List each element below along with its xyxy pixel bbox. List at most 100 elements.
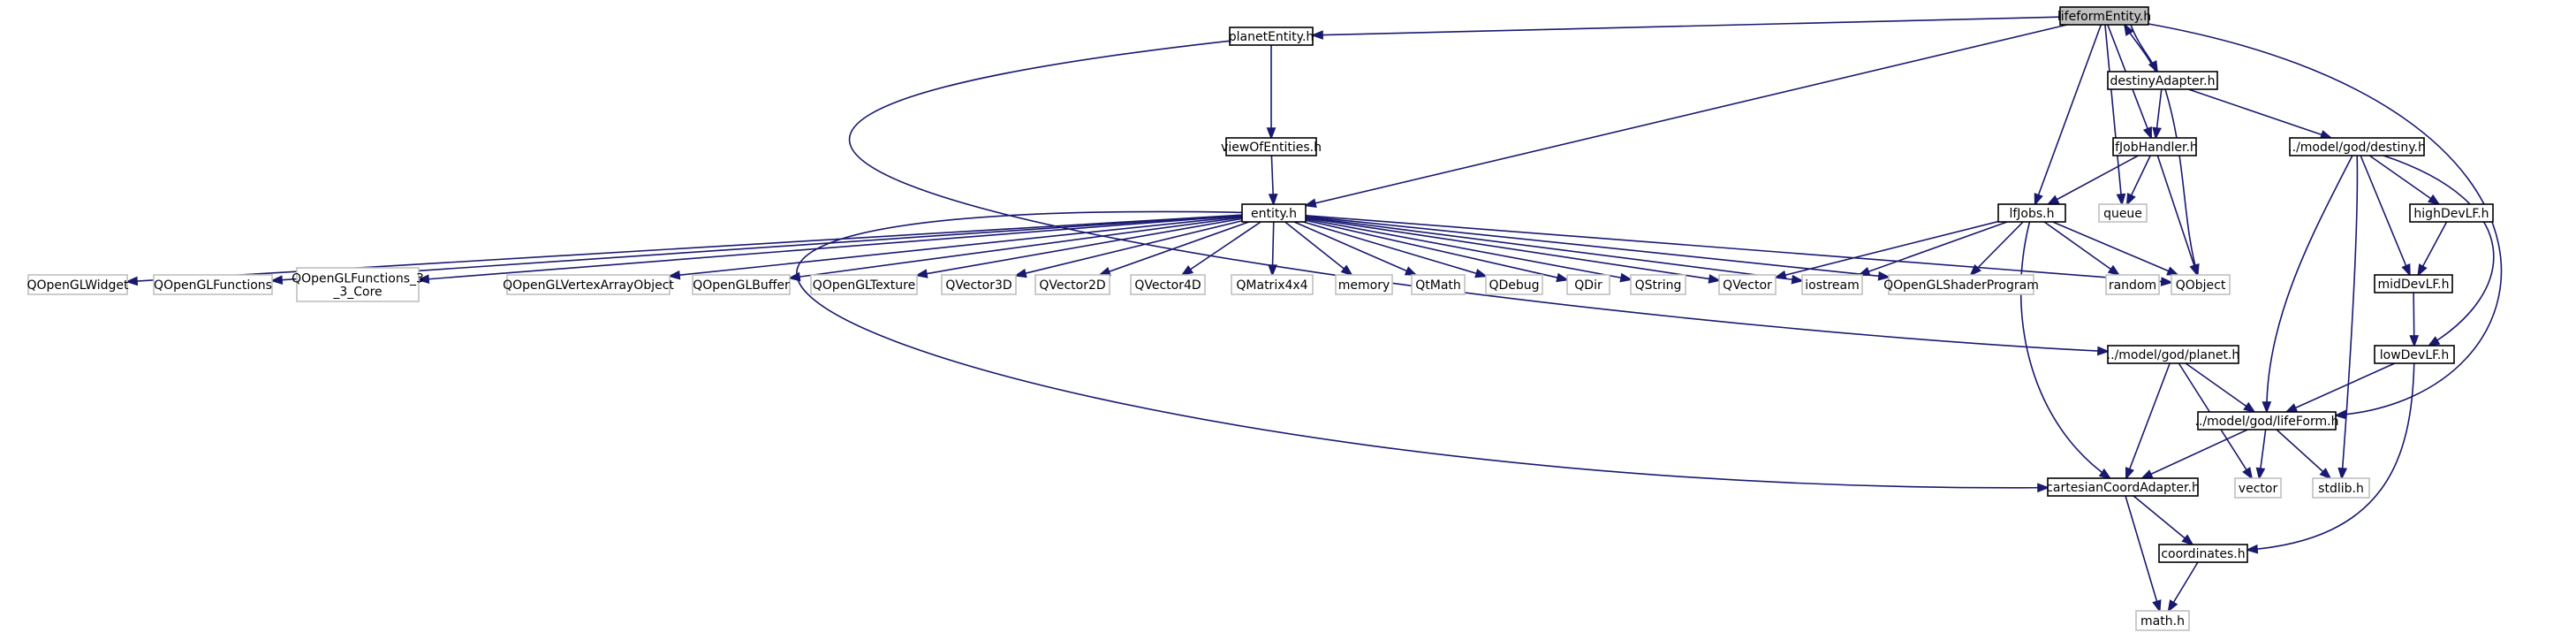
node-label-line: QVector — [1723, 278, 1772, 293]
node-box — [2059, 6, 2149, 26]
node-label-line: planetEntity.h — [1229, 30, 1315, 44]
node-label: QtMath — [1415, 278, 1461, 293]
edge-lfJobHandler-to-queue — [2125, 155, 2151, 207]
node-label: random — [2109, 278, 2156, 293]
node-QMatrix4x4: QMatrix4x4 — [1231, 274, 1314, 295]
edge-entity-to-QObject — [1305, 214, 2174, 286]
node-label: QOpenGLTexture — [813, 278, 915, 293]
edge-arrowhead — [2242, 467, 2254, 480]
node-label-line: QOpenGLFunctions_3 — [292, 272, 424, 286]
node-destinyAdapter[interactable]: destinyAdapter.h — [2107, 71, 2218, 90]
node-entity[interactable]: entity.h — [1241, 203, 1307, 223]
node-label: cartesianCoordAdapter.h — [2046, 481, 2200, 495]
edge-arrowhead — [1268, 264, 1277, 278]
node-box — [1888, 274, 2034, 295]
edge-line — [848, 40, 2109, 353]
node-label: destinyAdapter.h — [2110, 74, 2216, 88]
edge-arrowhead — [2116, 193, 2126, 207]
edge-line — [2383, 155, 2495, 347]
node-destiny[interactable]: ../model/god/destiny.h — [2288, 137, 2426, 156]
node-box — [153, 274, 273, 295]
edge-line — [1181, 221, 1261, 276]
node-box — [2047, 477, 2199, 497]
edge-highDevLF-to-midDevLF — [2417, 221, 2448, 277]
edge-arrowhead — [2123, 23, 2134, 36]
edge-arrowhead — [2125, 193, 2136, 207]
edge-viewOfEntities-to-entity — [1268, 155, 1278, 207]
node-midDevLF[interactable]: midDevLF.h — [2374, 274, 2453, 293]
node-label: QVector — [1723, 278, 1772, 293]
edge-line — [1293, 221, 1417, 276]
edge-arrowhead — [2337, 467, 2348, 481]
edge-line — [2043, 221, 2119, 276]
edge-line — [1284, 221, 1352, 276]
edge-line — [418, 215, 1243, 281]
node-box — [2374, 345, 2455, 364]
edge-lfJobs-to-QObject — [2052, 221, 2180, 276]
node-QDebug: QDebug — [1485, 274, 1543, 295]
edge-arrowhead — [1969, 263, 1981, 277]
node-label: math.h — [2140, 614, 2185, 629]
node-box — [2312, 477, 2370, 499]
node-label-line: _3_Core — [332, 286, 382, 300]
node-label: planetEntity.h — [1229, 30, 1315, 44]
edge-lfJobs-to-QOpenGLShaderProgram — [1969, 221, 2024, 277]
node-box — [2289, 137, 2425, 156]
node-label-line: coordinates.h — [2161, 547, 2245, 561]
edge-line — [2052, 221, 2178, 276]
node-label-line: lowDevLF.h — [2380, 348, 2450, 362]
edge-arrowhead — [2243, 401, 2256, 414]
edge-arrowhead — [1404, 266, 1418, 276]
node-label-line: stdlib.h — [2318, 482, 2364, 496]
node-label-line: QOpenGLTexture — [813, 278, 915, 293]
node-box — [1034, 274, 1110, 295]
edge-lfJobHandler-to-QObject — [2156, 155, 2199, 278]
edge-planet-to-lifeForm — [2185, 362, 2256, 414]
edge-line — [1015, 219, 1243, 277]
node-label: QOpenGLShaderProgram — [1883, 278, 2039, 293]
edge-destiny-to-stdlib — [2337, 155, 2359, 481]
node-lifeForm[interactable]: ../model/god/lifeForm.h — [2195, 411, 2339, 430]
edge-line — [2019, 221, 2110, 479]
edge-arrowhead — [416, 274, 430, 285]
edge-arrowhead — [2096, 346, 2110, 356]
edge-arrowhead — [2098, 468, 2112, 480]
node-label-line: QOpenGLShaderProgram — [1883, 278, 2039, 293]
node-cartesianCoordAdapter[interactable]: cartesianCoordAdapter.h — [2046, 477, 2200, 497]
edge-destiny-to-highDevLF — [2368, 155, 2441, 206]
node-QObject: QObject — [2171, 274, 2231, 295]
edge-arrowhead — [2245, 544, 2259, 554]
node-lowDevLF[interactable]: lowDevLF.h — [2374, 345, 2455, 364]
node-label: QVector2D — [1039, 278, 1105, 293]
node-highDevLF[interactable]: highDevLF.h — [2409, 203, 2494, 223]
node-QOpenGLFunctions: QOpenGLFunctions — [153, 274, 273, 295]
edge-destinyAdapter-to-lifeformEntity — [2123, 23, 2156, 72]
edge-arrowhead — [2401, 263, 2411, 278]
node-label: vector — [2239, 482, 2278, 496]
node-label-line: QObject — [2176, 278, 2226, 293]
node-label-line: random — [2109, 278, 2156, 293]
node-label: ../model/god/planet.h — [2107, 348, 2240, 362]
node-planetEntity[interactable]: planetEntity.h — [1229, 27, 1315, 46]
edge-cartesianCoordAdapter-to-math — [2125, 495, 2162, 613]
node-box — [1485, 274, 1543, 295]
node-QtMath: QtMath — [1411, 274, 1466, 295]
node-lifeformEntity[interactable]: lifeformEntity.h — [2057, 6, 2151, 26]
node-label-line: queue — [2103, 207, 2142, 221]
node-label-line: QOpenGLVertexArrayObject — [503, 278, 674, 293]
node-queue: queue — [2098, 203, 2148, 223]
edge-arrowhead — [2333, 409, 2347, 420]
edge-line — [1305, 216, 1803, 282]
edge-arrowhead — [1857, 266, 1871, 277]
node-planet[interactable]: ../model/god/planet.h — [2107, 345, 2240, 364]
node-lfJobHandler[interactable]: lfJobHandler.h — [2111, 137, 2198, 156]
edge-line — [2148, 23, 2503, 416]
node-viewOfEntities[interactable]: viewOfEntities.h — [1221, 137, 1322, 156]
node-box — [2135, 610, 2190, 631]
node-lfJobs[interactable]: lfJobs.h — [1997, 203, 2066, 223]
edge-line — [2048, 155, 2139, 205]
node-coordinates[interactable]: coordinates.h — [2158, 544, 2248, 563]
edge-arrowhead — [2427, 194, 2441, 206]
edge-arrowhead — [667, 270, 681, 280]
node-label-line: QOpenGLBuffer — [693, 278, 790, 293]
